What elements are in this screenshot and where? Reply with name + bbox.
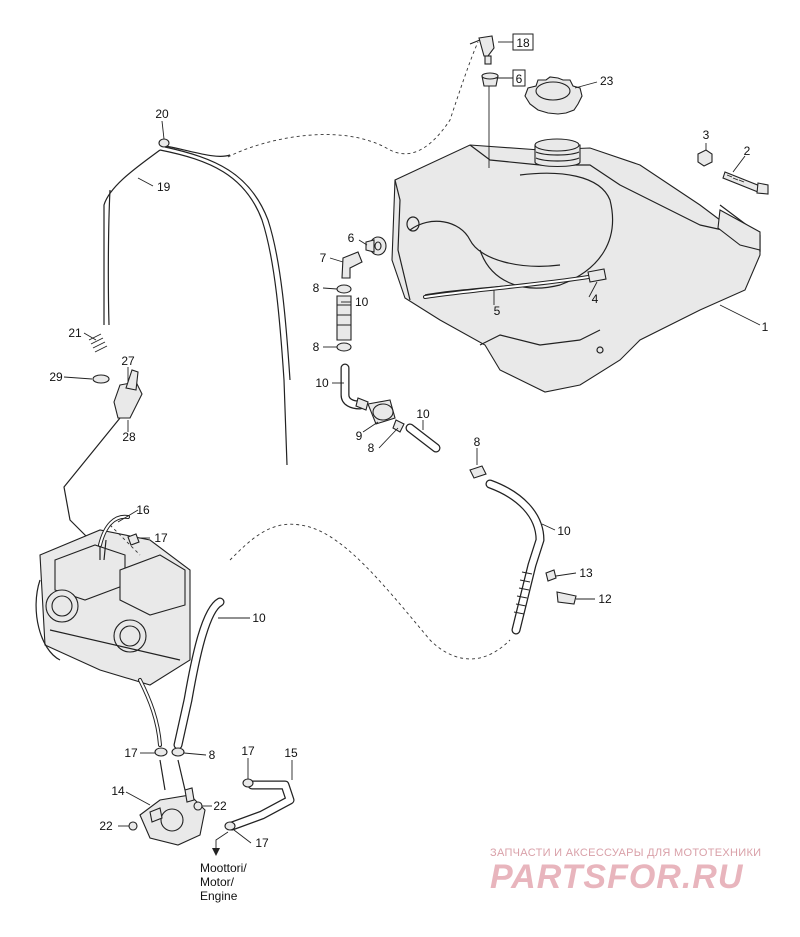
callout-2: 2 bbox=[744, 144, 751, 158]
callout-6-mid: 6 bbox=[348, 231, 355, 245]
fuel-cap bbox=[524, 76, 583, 115]
watermark-tagline: ЗАПЧАСТИ И АКСЕССУАРЫ ДЛЯ МОТОТЕХНИКИ bbox=[490, 847, 761, 859]
callout-15: 15 bbox=[284, 746, 298, 760]
callout-box-6 bbox=[512, 69, 526, 87]
callout-27: 27 bbox=[121, 354, 135, 368]
callout-8-c: 8 bbox=[368, 441, 375, 455]
callout-5: 5 bbox=[494, 304, 501, 318]
callout-22-b: 22 bbox=[99, 819, 113, 833]
vent-connector bbox=[469, 35, 495, 65]
clamp-a bbox=[336, 284, 352, 294]
choke-cable bbox=[103, 138, 291, 466]
hose-carb-to-pump bbox=[138, 678, 162, 747]
watermark: ЗАПЧАСТИ И АКСЕССУАРЫ ДЛЯ МОТОТЕХНИКИ PA… bbox=[490, 847, 761, 896]
hose-10-center bbox=[173, 597, 225, 750]
callout-17-c: 17 bbox=[241, 744, 255, 758]
callout-10-d: 10 bbox=[557, 524, 571, 538]
callout-1: 1 bbox=[762, 320, 769, 334]
callout-17-a: 17 bbox=[154, 531, 168, 545]
hose-16 bbox=[98, 514, 130, 547]
clamp-17-left bbox=[154, 747, 168, 757]
clamp-17-low bbox=[224, 821, 236, 831]
plunger-27-28 bbox=[63, 369, 143, 541]
callout-9: 9 bbox=[356, 429, 363, 443]
clamp-17-mid bbox=[242, 778, 254, 788]
callout-8-a: 8 bbox=[313, 281, 320, 295]
callout-13: 13 bbox=[579, 566, 593, 580]
leader-lines bbox=[63, 41, 761, 844]
arrow-head-engine bbox=[212, 848, 220, 856]
engine-note-line-1: Moottori/ bbox=[200, 861, 247, 875]
clamp-c bbox=[469, 465, 487, 479]
hose-10-short-diagonal bbox=[405, 423, 441, 453]
callout-14: 14 bbox=[111, 784, 125, 798]
callout-7: 7 bbox=[320, 251, 327, 265]
hose-10-short-vertical bbox=[336, 295, 352, 341]
spring-21 bbox=[88, 333, 108, 353]
callout-28: 28 bbox=[122, 430, 136, 444]
callout-22-a: 22 bbox=[213, 799, 227, 813]
bolt bbox=[722, 171, 769, 195]
elbow-fitting bbox=[341, 251, 363, 279]
grommet-top bbox=[481, 72, 499, 87]
callout-10-a: 10 bbox=[355, 295, 369, 309]
hose-15 bbox=[227, 780, 295, 831]
callout-8-e: 8 bbox=[209, 748, 216, 762]
grommet-mid bbox=[365, 236, 387, 256]
bracket-12 bbox=[556, 591, 577, 605]
hose-10-right bbox=[485, 479, 545, 635]
nut bbox=[697, 149, 713, 167]
vent-tube bbox=[423, 268, 607, 299]
clamp-b bbox=[336, 342, 352, 352]
callout-20: 20 bbox=[155, 107, 169, 121]
callout-18: 18 bbox=[516, 36, 530, 50]
carburetor-assembly bbox=[35, 529, 191, 686]
callout-10-e: 10 bbox=[252, 611, 266, 625]
fuel-tank bbox=[391, 138, 761, 393]
clamp-8-bottom bbox=[171, 747, 185, 757]
callout-8-b: 8 bbox=[313, 340, 320, 354]
callout-23: 23 bbox=[600, 74, 614, 88]
callout-labels: 18 6 23 3 2 20 19 6 7 8 10 8 5 4 1 21 27… bbox=[49, 33, 769, 903]
engine-note-line-2: Motor/ bbox=[200, 875, 235, 889]
callout-16: 16 bbox=[136, 503, 150, 517]
callout-21: 21 bbox=[68, 326, 82, 340]
callout-19: 19 bbox=[157, 180, 171, 194]
fuel-filter bbox=[355, 397, 405, 433]
watermark-brand: PARTSFOR.RU bbox=[490, 858, 744, 896]
callout-17-d: 17 bbox=[255, 836, 269, 850]
routing-lines bbox=[109, 41, 511, 660]
washer-29 bbox=[92, 374, 110, 384]
engine-note-line-3: Engine bbox=[200, 889, 238, 903]
clamp-17-top bbox=[127, 533, 140, 546]
clip-13 bbox=[545, 569, 557, 582]
filler-neck bbox=[534, 138, 581, 168]
callout-10-c: 10 bbox=[416, 407, 430, 421]
screw-22-right bbox=[193, 801, 203, 811]
callout-4: 4 bbox=[592, 292, 599, 306]
callout-6-top: 6 bbox=[516, 72, 523, 86]
screw-22-left bbox=[128, 821, 138, 831]
callout-29: 29 bbox=[49, 370, 63, 384]
callout-12: 12 bbox=[598, 592, 612, 606]
callout-8-d: 8 bbox=[474, 435, 481, 449]
callout-17-b: 17 bbox=[124, 746, 138, 760]
callout-10-b: 10 bbox=[315, 376, 329, 390]
callout-3: 3 bbox=[703, 128, 710, 142]
fuel-pump bbox=[139, 759, 206, 846]
callout-box-18 bbox=[512, 33, 534, 51]
